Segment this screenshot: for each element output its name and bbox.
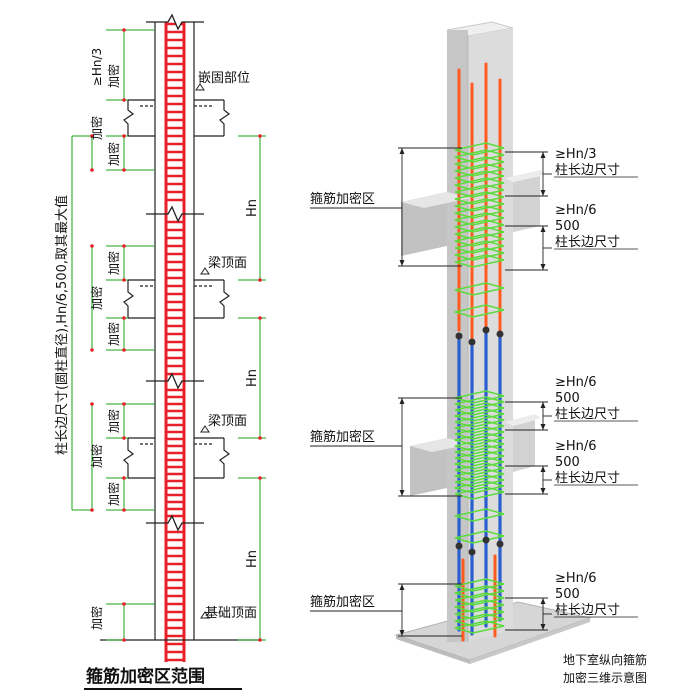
stirrup-ring [454, 530, 505, 544]
stirrup-ring [454, 191, 505, 205]
stirrup-ring [454, 613, 505, 627]
hn-label-2: Hn [245, 369, 260, 387]
stirrup-ring [454, 599, 505, 613]
level-markers [195, 83, 210, 619]
note-500-2: 500 [555, 219, 580, 234]
stirrup-ring [454, 177, 505, 191]
rule-dimension-lines [505, 151, 552, 631]
note-side-4: 柱长边尺寸 [555, 471, 620, 486]
splice-knobs [455, 326, 504, 556]
note-500-5: 500 [555, 587, 580, 602]
densify-label-i: 加密 [89, 606, 104, 630]
hn-dimension-ticks [258, 134, 262, 642]
left-title: 箍筋加密区范围 [86, 666, 205, 687]
stirrups-3d [454, 142, 505, 634]
left-elevation: Hn Hn Hn 嵌固部位 梁顶面 梁顶面 基础顶面 ≥Hn/3 加密 加密 加… [54, 13, 266, 690]
hn-label-3: Hn [245, 550, 260, 568]
beam-3d-2 [410, 414, 541, 496]
beam-3d-1 [401, 170, 546, 256]
stirrup-ring [454, 156, 505, 170]
stirrup-ring [454, 142, 505, 156]
densify-label-h: 加密 [106, 482, 121, 506]
zone-label-1: 箍筋加密区 [310, 191, 375, 207]
stirrup-ring [454, 247, 505, 261]
beam-1 [123, 99, 231, 137]
stirrup-ring [454, 212, 505, 226]
note-side-5: 柱长边尺寸 [555, 603, 620, 618]
stirrup-ring [454, 254, 505, 268]
right-3d-view: 箍筋加密区 箍筋加密区 箍筋加密区 ≥Hn/3 柱长边尺寸 ≥Hn/6 500 … [310, 21, 647, 685]
densify-label-e: 加密 [106, 322, 121, 346]
stirrup-ring [454, 585, 505, 599]
densify-label-f: 加密 [106, 409, 121, 433]
break-marks [146, 13, 204, 532]
stirrup-ring [454, 226, 505, 240]
stirrup-ring [454, 184, 505, 198]
stirrup-ring [454, 508, 505, 522]
densify-label-b: 加密 [106, 142, 121, 166]
note-side-3: 柱长边尺寸 [555, 407, 620, 422]
zone-dimension-lines [310, 147, 462, 637]
stirrup-ring [454, 198, 505, 212]
beam-top-label-1: 梁顶面 [208, 256, 247, 271]
stirrup-ring [454, 592, 505, 606]
rule-notes-2: ≥Hn/6 500 柱长边尺寸 [554, 203, 638, 250]
densify-label-g: 加密 [89, 444, 104, 468]
stirrup-ring [454, 304, 505, 318]
rule-notes-1: ≥Hn/3 柱长边尺寸 [554, 147, 638, 178]
note-side-2: 柱长边尺寸 [555, 235, 620, 250]
hn-label-1: Hn [245, 199, 260, 217]
note-hn3: ≥Hn/3 [555, 147, 597, 162]
left-dimension-ticks [90, 28, 126, 642]
note-hn6-3: ≥Hn/6 [555, 375, 597, 390]
caption-line-2: 加密三维示意图 [563, 670, 647, 685]
stirrup-ring [454, 606, 505, 620]
stirrup-ring [454, 240, 505, 254]
zone-label-3: 箍筋加密区 [310, 594, 375, 610]
caption-line-1: 地下室纵向箍筋 [563, 652, 647, 667]
stirrup-ring [454, 163, 505, 177]
zone-dimension-arrows [399, 148, 405, 636]
stirrup-ring [454, 620, 505, 634]
rule-dimension-arrows [540, 152, 546, 630]
beam-3 [123, 437, 231, 479]
embed-label: 嵌固部位 [198, 71, 250, 86]
note-500-3: 500 [555, 391, 580, 406]
densify-label-top: 加密 [106, 64, 121, 88]
rule-notes-3: ≥Hn/6 500 柱长边尺寸 [554, 375, 638, 422]
column-rebar-ladder [164, 22, 186, 662]
zone-label-2: 箍筋加密区 [310, 429, 375, 445]
column-3d [446, 21, 514, 642]
stirrup-ring [454, 578, 505, 592]
rule-notes-5: ≥Hn/6 500 柱长边尺寸 [554, 571, 638, 618]
densify-label-d: 加密 [89, 286, 104, 310]
stirrup-ring [454, 170, 505, 184]
note-hn6-2: ≥Hn/6 [555, 203, 597, 218]
note-side-1: 柱长边尺寸 [555, 163, 620, 178]
stirrup-ring [454, 205, 505, 219]
stirrup-ring [454, 219, 505, 233]
rule-notes-4: ≥Hn/6 500 柱长边尺寸 [554, 439, 638, 486]
foundation-top-label: 基础顶面 [205, 606, 257, 621]
densify-label-c: 加密 [106, 251, 121, 275]
note-hn6-5: ≥Hn/6 [555, 571, 597, 586]
stirrup-ring [454, 233, 505, 247]
note-500-4: 500 [555, 455, 580, 470]
top-rule-label: ≥Hn/3 [90, 48, 104, 86]
stirrup-ring [454, 282, 505, 296]
stirrup-ring [454, 486, 505, 500]
stirrup-ring [454, 149, 505, 163]
beam-2 [123, 279, 231, 319]
note-hn6-4: ≥Hn/6 [555, 439, 597, 454]
max-rule-label: 柱长边尺寸(圆柱直径),Hn/6,500,取其最大值 [54, 195, 70, 455]
beam-top-label-2: 梁顶面 [208, 414, 247, 429]
densify-label-a: 加密 [89, 116, 104, 140]
